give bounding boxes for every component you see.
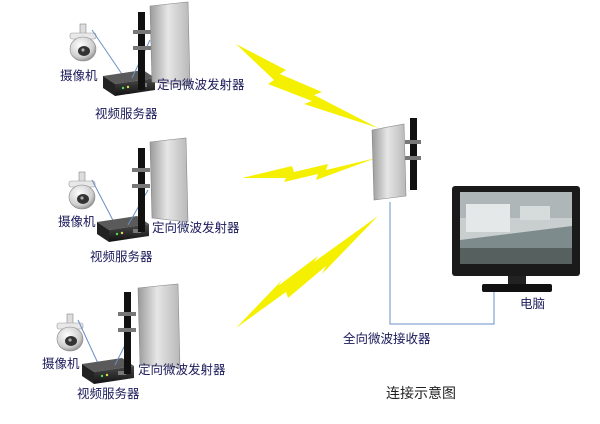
camera-icon [69,23,97,62]
camera-icon [68,171,96,210]
camera-label-1: 摄像机 [60,68,98,83]
directional-tx-label-3: 定向微波发射器 [138,362,226,377]
directional-tx-label-1: 定向微波发射器 [157,77,245,92]
camera-unit-1 [69,1,191,96]
directional-tx-label-2: 定向微波发射器 [152,220,240,235]
omni-rx-label: 全向微波接收器 [343,331,431,346]
computer-label: 电脑 [520,296,546,311]
receiver-cable-line [389,202,495,325]
directional-antenna-icon [133,1,191,90]
omni-receiver-antenna-icon [371,118,421,201]
video-server-label-1: 视频服务器 [95,106,158,121]
directional-antenna-icon [132,137,189,232]
camera-icon [56,313,84,352]
directional-antenna-icon [118,283,181,374]
diagram-caption: 连接示意图 [386,386,456,402]
camera-unit-3 [56,283,181,384]
camera-label-3: 摄像机 [42,356,80,371]
video-server-icon [103,70,155,96]
camera-unit-2 [68,137,189,242]
wireless-signal-bolt-2 [242,158,376,182]
video-server-label-3: 视频服务器 [77,386,140,401]
wireless-signal-bolt-1 [236,44,378,128]
video-server-label-2: 视频服务器 [90,249,153,264]
camera-label-2: 摄像机 [58,214,96,229]
computer-monitor-icon [452,186,580,292]
wireless-signal-bolt-3 [236,216,378,328]
